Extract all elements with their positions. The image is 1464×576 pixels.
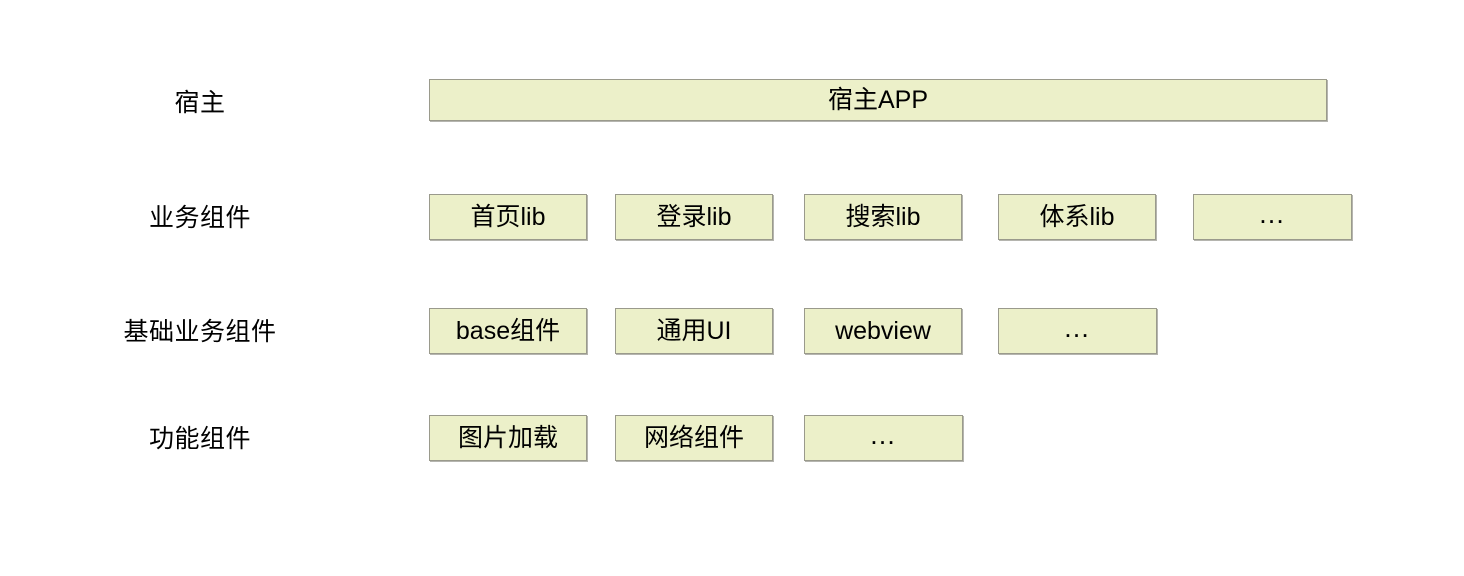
node-common-ui[interactable]: 通用UI (615, 308, 773, 354)
node-system-lib[interactable]: 体系lib (998, 194, 1156, 240)
node-network-component[interactable]: 网络组件 (615, 415, 773, 461)
node-function-more[interactable]: … (804, 415, 963, 461)
diagram-row-business: 业务组件 首页lib 登录lib 搜索lib 体系lib … (0, 194, 1464, 242)
node-image-loading[interactable]: 图片加载 (429, 415, 587, 461)
diagram-row-function: 功能组件 图片加载 网络组件 … (0, 415, 1464, 463)
node-login-lib[interactable]: 登录lib (615, 194, 773, 240)
node-business-more[interactable]: … (1193, 194, 1352, 240)
node-home-lib[interactable]: 首页lib (429, 194, 587, 240)
diagram-row-base-business: 基础业务组件 base组件 通用UI webview … (0, 308, 1464, 356)
node-base-component[interactable]: base组件 (429, 308, 587, 354)
node-search-lib[interactable]: 搜索lib (804, 194, 962, 240)
row-label-host: 宿主 (174, 88, 226, 117)
row-label-base-business: 基础业务组件 (123, 317, 277, 346)
row-label-business: 业务组件 (148, 203, 251, 232)
diagram-row-host: 宿主 宿主APP (0, 79, 1464, 127)
node-base-business-more[interactable]: … (998, 308, 1157, 354)
node-host-app[interactable]: 宿主APP (429, 79, 1327, 121)
node-webview[interactable]: webview (804, 308, 962, 354)
row-label-function: 功能组件 (148, 424, 251, 453)
